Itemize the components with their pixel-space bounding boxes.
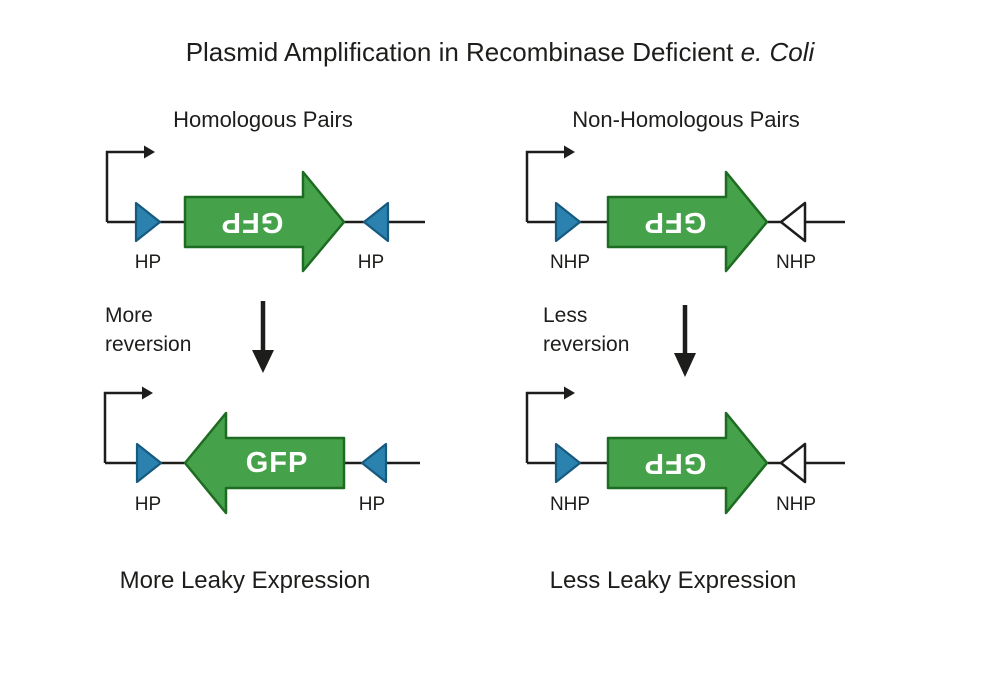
promoter-arrowhead-icon (142, 386, 153, 400)
heading-homologous-pairs: Homologous Pairs (173, 107, 353, 132)
site-label-nhp: NHP (550, 252, 590, 273)
gfp-gene-arrow-right (606, 170, 769, 273)
nhp-site-triangle-left-icon (554, 442, 582, 484)
hp-site-triangle-right-icon (362, 201, 390, 243)
reversion-label-line2: reversion (105, 333, 191, 356)
nhp-site-triangle-right-open-icon (779, 201, 807, 243)
hp-site-triangle-left-icon (134, 201, 162, 243)
down-arrow-icon (674, 353, 696, 377)
gfp-gene-arrow-right (606, 411, 769, 515)
result-label-less-leaky: Less Leaky Expression (550, 567, 797, 594)
promoter-icon (525, 150, 564, 222)
transition-more-reversion: More reversion (105, 301, 274, 373)
promoter-icon (105, 150, 144, 222)
promoter-icon (525, 391, 564, 463)
gfp-label-inverted: GFP (644, 447, 707, 479)
promoter-arrowhead-icon (144, 145, 155, 159)
gfp-label-upright: GFP (246, 447, 309, 479)
hp-site-triangle-right-icon (360, 442, 388, 484)
construct-hp-top: GFP HP HP (105, 145, 425, 273)
site-label-nhp: NHP (550, 494, 590, 515)
site-label-nhp: NHP (776, 494, 816, 515)
heading-non-homologous-pairs: Non-Homologous Pairs (572, 107, 799, 132)
reversion-label-line2: reversion (543, 333, 629, 356)
page-title: Plasmid Amplification in Recombinase Def… (186, 37, 816, 67)
gfp-gene-arrow-right (183, 170, 346, 273)
hp-site-triangle-left-icon (135, 442, 163, 484)
promoter-arrowhead-icon (564, 386, 575, 400)
gfp-label-inverted: GFP (644, 206, 707, 238)
construct-nhp-top: GFP NHP NHP (525, 145, 845, 273)
promoter-arrowhead-icon (564, 145, 575, 159)
site-label-hp: HP (135, 252, 161, 273)
reversion-label-line1: More (105, 304, 153, 327)
reversion-label-line1: Less (543, 304, 587, 327)
site-label-hp: HP (135, 494, 161, 515)
construct-nhp-bottom: GFP NHP NHP (525, 386, 845, 515)
construct-hp-bottom: GFP HP HP (103, 386, 420, 515)
down-arrow-icon (252, 350, 274, 373)
transition-less-reversion: Less reversion (543, 304, 696, 377)
result-label-more-leaky: More Leaky Expression (120, 567, 371, 594)
page-title-species: e. Coli (741, 37, 816, 67)
page-title-main: Plasmid Amplification in Recombinase Def… (186, 37, 741, 67)
site-label-hp: HP (358, 252, 384, 273)
gfp-gene-arrow-left (183, 411, 346, 515)
site-label-hp: HP (359, 494, 385, 515)
gfp-label-inverted: GFP (221, 206, 284, 238)
site-label-nhp: NHP (776, 252, 816, 273)
nhp-site-triangle-right-open-icon (779, 442, 807, 484)
promoter-icon (103, 391, 142, 463)
nhp-site-triangle-left-icon (554, 201, 582, 243)
